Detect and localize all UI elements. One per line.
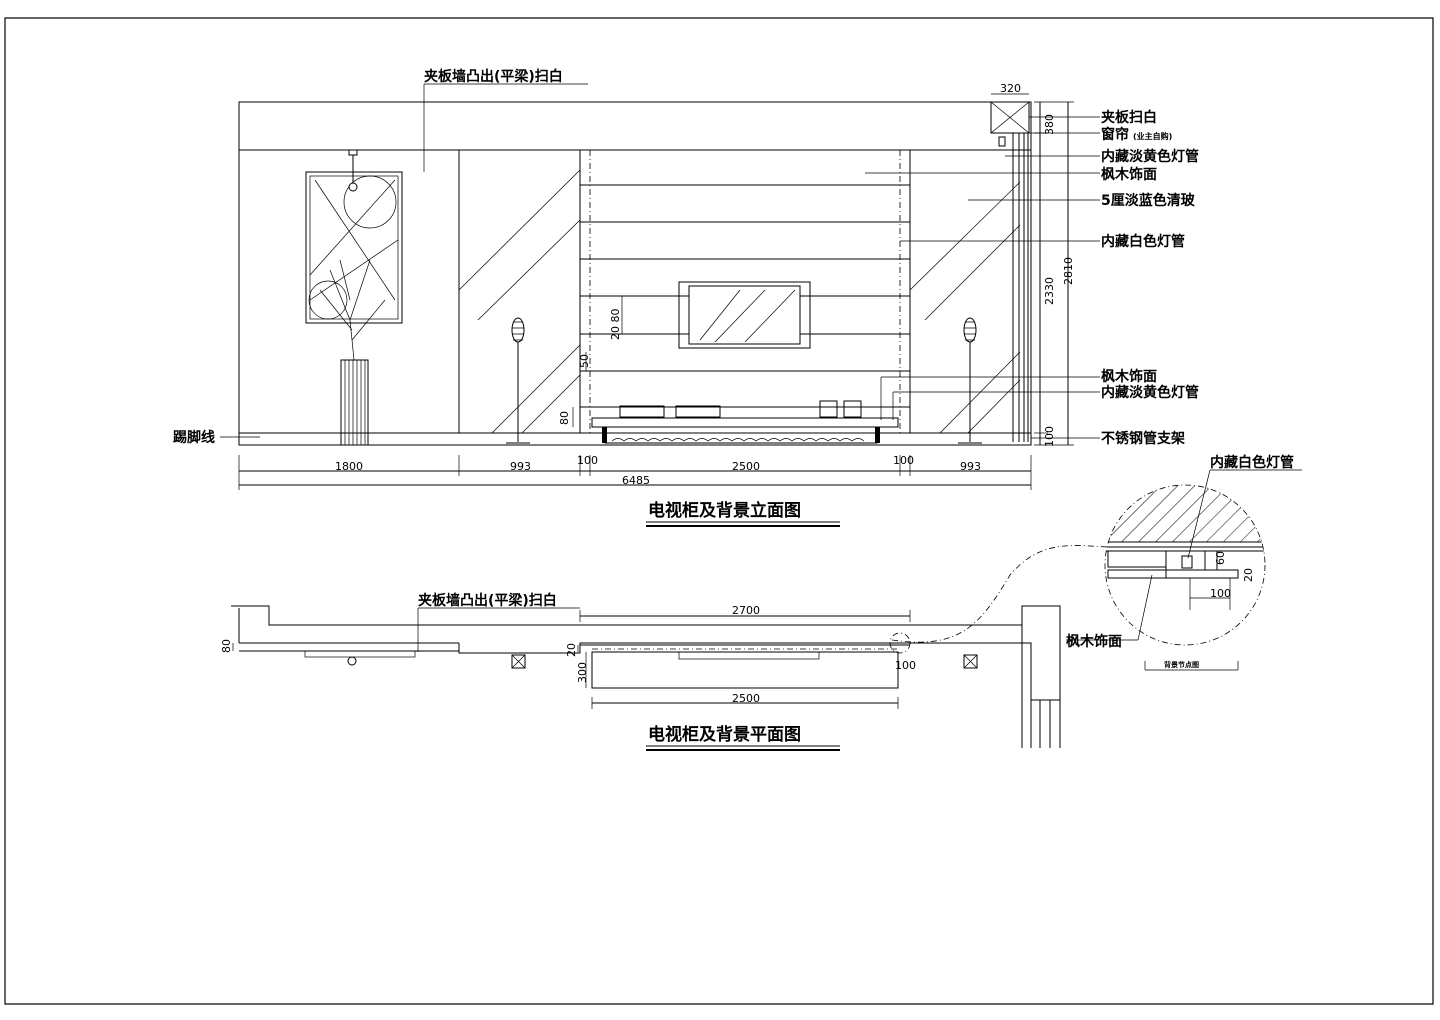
detail-callout-link (891, 545, 1109, 643)
skirting-label: 踢脚线 (173, 429, 215, 446)
blue-glass-label: 5厘淡蓝色清玻 (1101, 192, 1196, 209)
plan-speaker-right (963, 654, 978, 669)
dim-380: 380 (1043, 114, 1056, 135)
dim-20-80: 20 80 (609, 309, 622, 341)
plan-beam-label: 夹板墙凸出(平梁)扫白 (418, 592, 557, 609)
dim-993-left: 993 (510, 460, 531, 473)
detail-maple-label: 枫木饰面 (1066, 633, 1122, 650)
dim-2500: 2500 (732, 460, 760, 473)
speaker-left (506, 317, 530, 444)
dim-50: 50 (578, 354, 591, 368)
plan-dim-2500: 2500 (732, 692, 760, 705)
plan-speaker-left (511, 654, 526, 669)
curtain-box (990, 101, 1030, 442)
dim-100-right: 100 (893, 454, 914, 467)
dim-total: 6485 (622, 474, 650, 487)
steel-bracket-label: 不锈钢管支架 (1101, 430, 1185, 447)
plan-dim-300: 300 (576, 662, 589, 683)
detail-dim-100: 100 (1210, 587, 1231, 600)
speaker-right (958, 317, 982, 444)
white-tube-label: 内藏白色灯管 (1101, 233, 1185, 250)
tv-plan-view: 夹板墙凸出(平梁)扫白 2700 80 20 300 100 2500 电视柜及… (220, 545, 1109, 751)
yellow-tube-top-label: 内藏淡黄色灯管 (1101, 148, 1199, 165)
elevation-dimensions (238, 93, 1074, 490)
plan-dim-2700: 2700 (732, 604, 760, 617)
wall-artwork (305, 149, 403, 324)
tv-cabinet (591, 400, 899, 444)
dim-2810: 2810 (1062, 257, 1075, 285)
dim-2330: 2330 (1043, 277, 1056, 305)
joint-detail: 内藏白色灯管 枫木饰面 60 20 100 背景节点图 (1066, 454, 1302, 671)
beam-label: 夹板墙凸出(平梁)扫白 (424, 68, 563, 85)
curtain-note-label: (业主自购) (1133, 131, 1172, 141)
dim-80: 80 (558, 411, 571, 425)
plan-dim-100: 100 (895, 659, 916, 672)
plan-cabinet (591, 651, 899, 689)
plywood-white-label: 夹板扫白 (1101, 109, 1157, 126)
elevation-title: 电视柜及背景立面图 (648, 500, 801, 521)
maple-top-label: 枫木饰面 (1101, 166, 1157, 183)
vase (319, 259, 386, 446)
plan-dim-20: 20 (565, 643, 578, 657)
dim-1800: 1800 (335, 460, 363, 473)
detail-white-tube-label: 内藏白色灯管 (1210, 454, 1294, 471)
maple-bottom-label: 枫木饰面 (1101, 368, 1157, 385)
tv-set (678, 281, 811, 349)
detail-dim-20: 20 (1242, 568, 1255, 582)
detail-title: 背景节点图 (1164, 660, 1199, 669)
plan-dimensions (232, 607, 911, 709)
dim-100-left: 100 (577, 454, 598, 467)
detail-dim-60: 60 (1214, 551, 1227, 565)
yellow-tube-bottom-label: 内藏淡黄色灯管 (1101, 384, 1199, 401)
plan-title: 电视柜及背景平面图 (648, 724, 801, 745)
plan-dim-80: 80 (220, 639, 233, 653)
sheet-border (4, 17, 1434, 1005)
wall-outline (238, 101, 1032, 446)
leader-lines (220, 83, 1100, 439)
glass-reflection-lines (458, 169, 1021, 434)
dim-100-vertical: 100 (1043, 426, 1056, 447)
tv-elevation-view: 夹板墙凸出(平梁)扫白 夹板扫白 窗帘 (业主自购) 内藏淡黄色灯管 枫木饰面 … (173, 68, 1199, 527)
dim-320: 320 (1000, 82, 1021, 95)
dim-993-right: 993 (960, 460, 981, 473)
curtain-label: 窗帘 (1101, 126, 1129, 143)
